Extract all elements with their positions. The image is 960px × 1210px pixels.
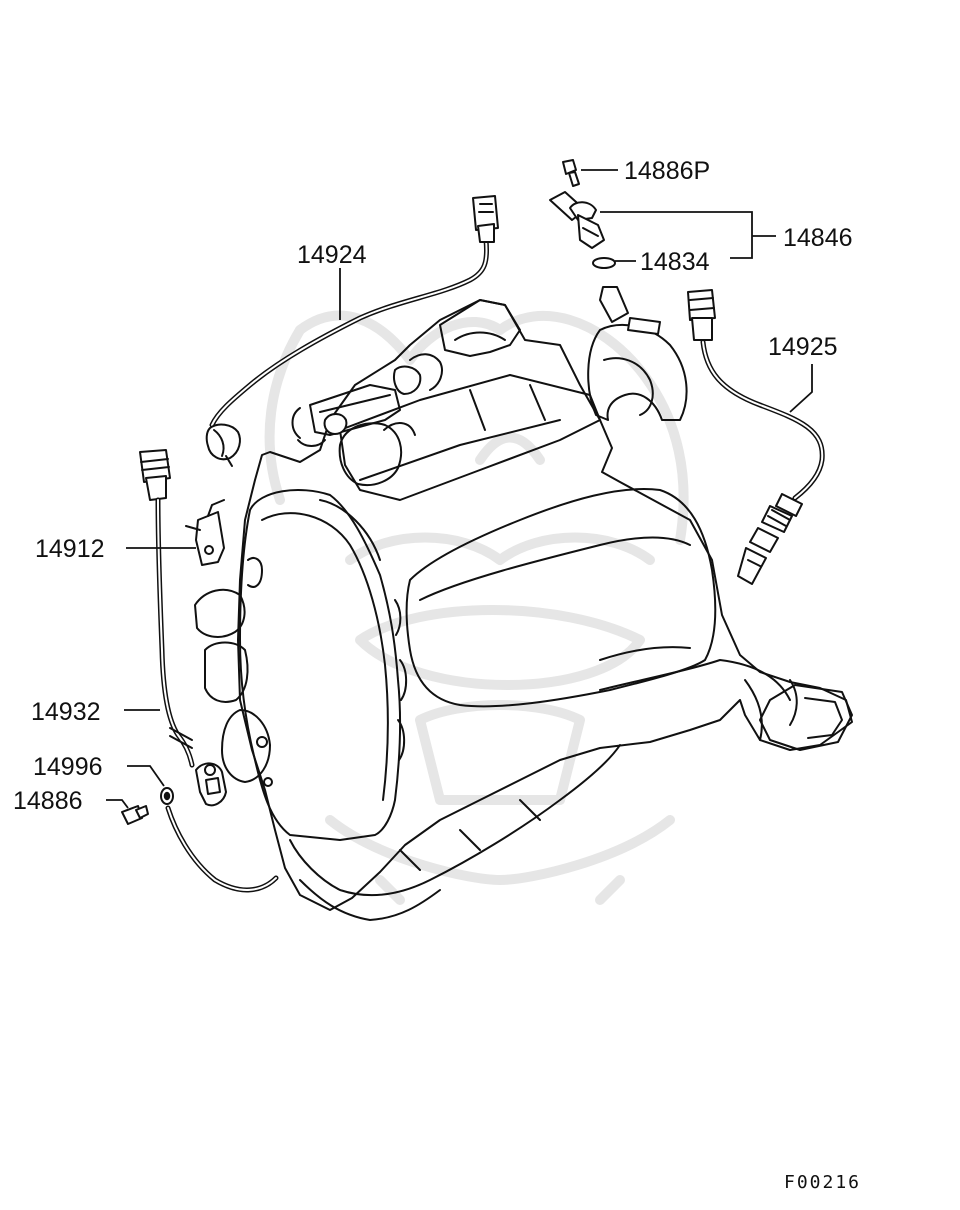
washer-14996 [160,787,174,805]
leader-lines [106,169,813,809]
callout-14925: 14925 [768,333,838,361]
callout-14912: 14912 [35,535,105,563]
callout-14834: 14834 [640,248,710,276]
samurai-helmet-watermark-icon [264,310,689,905]
engine-assembly [194,286,853,921]
oxygen-sensor-14925 [687,289,825,585]
callout-14932: 14932 [31,698,101,726]
sensor-harness-14924 [205,195,499,467]
callout-14996: 14996 [33,753,103,781]
callout-14924: 14924 [297,241,367,269]
bolt-14886p [562,159,580,187]
callout-14886: 14886 [13,787,83,815]
o-ring-14834 [592,257,616,269]
bracket-14912 [185,499,225,566]
figure-code: F00216 [784,1172,861,1193]
cam-sensor-14846 [549,191,605,249]
callout-14886p: 14886P [624,157,710,185]
bolt-14886 [121,805,149,825]
callout-14846: 14846 [783,224,853,252]
sensor-harness-14932 [139,449,279,893]
